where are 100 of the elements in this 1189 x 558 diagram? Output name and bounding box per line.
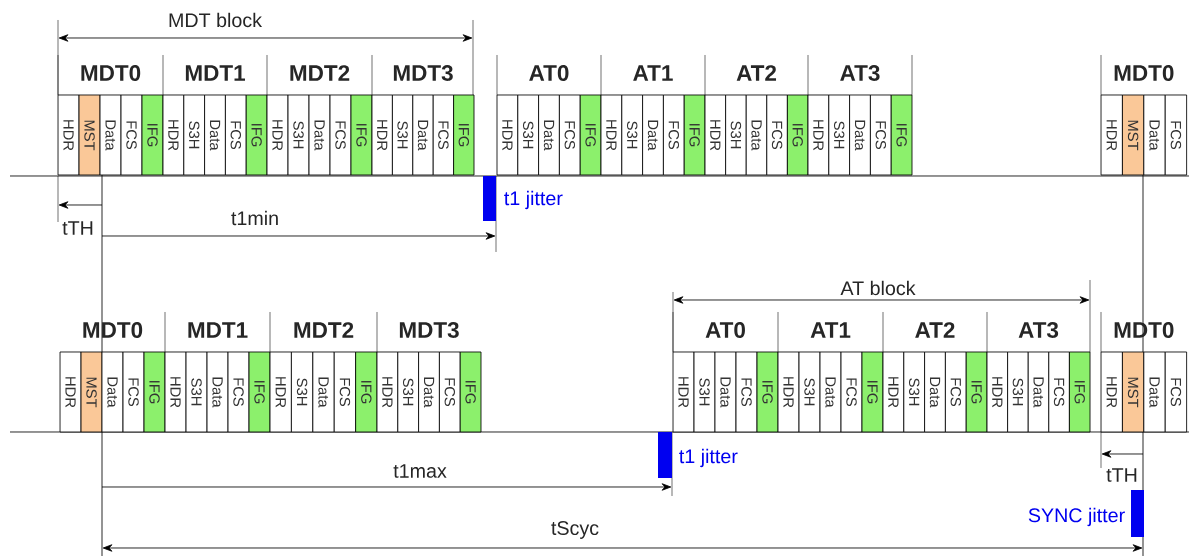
field-cell: Data (538, 94, 560, 176)
field-cell: HDR (57, 94, 80, 176)
dimension-label: tTH (1104, 466, 1140, 484)
field-cell: IFG (245, 94, 268, 176)
field-cell: FCS (1048, 351, 1070, 433)
field-cell: HDR (164, 351, 187, 433)
field-cell: FCS (333, 351, 357, 433)
field-cell: HDR (1100, 351, 1123, 433)
field-cell: HDR (600, 94, 623, 176)
field-cell: IFG (248, 351, 271, 433)
telegram-header: MDT1 (185, 65, 245, 81)
field-cell: HDR (266, 94, 289, 176)
field-cell: S3H (1007, 351, 1029, 433)
telegram-header: AT1 (810, 322, 851, 338)
field-cell: IFG (786, 94, 809, 176)
field-cell: S3H (828, 94, 850, 176)
field-cell: FCS (1164, 94, 1188, 176)
field-cell: MST (78, 94, 101, 176)
field-cell: Data (745, 94, 768, 176)
field-cell: FCS (766, 94, 788, 176)
field-cell: HDR (986, 351, 1009, 433)
field-cell: Data (819, 351, 842, 433)
field-cell: IFG (579, 94, 602, 176)
field-cell: Data (412, 94, 434, 176)
telegram-header: AT2 (736, 65, 777, 81)
field-cell: IFG (459, 351, 482, 433)
field-cell: Data (924, 351, 946, 433)
field-cell: S3H (397, 351, 420, 433)
field-cell: Data (714, 351, 737, 433)
jitter-label: SYNC jitter (1028, 507, 1125, 527)
telegram-header: MDT0 (81, 65, 141, 81)
dimension-label: t1max (391, 462, 449, 480)
field-cell: HDR (1100, 94, 1123, 176)
dimension-label: tScyc (549, 519, 601, 541)
field-cell: Data (1143, 351, 1166, 433)
jitter-label: t1 jitter (504, 190, 563, 210)
field-cell: Data (1027, 351, 1050, 433)
telegram-header: MDT0 (1114, 65, 1174, 81)
field-cell: S3H (517, 94, 540, 176)
telegram-header: AT1 (633, 65, 673, 81)
field-cell: HDR (777, 351, 800, 433)
field-cell: FCS (559, 94, 581, 176)
field-cell: S3H (185, 351, 208, 433)
field-cell: IFG (965, 351, 988, 433)
field-cell: HDR (882, 351, 905, 433)
telegram-header: MDT0 (1114, 322, 1174, 338)
field-cell: IFG (683, 94, 706, 176)
field-cell: FCS (663, 94, 685, 176)
field-cell: IFG (861, 351, 884, 433)
field-cell: IFG (453, 94, 475, 176)
field-cell: HDR (269, 351, 292, 433)
field-cell: MST (80, 351, 103, 433)
field-cell: IFG (350, 94, 373, 176)
field-cell: IFG (890, 94, 913, 176)
telegram-header: AT0 (705, 322, 745, 338)
telegram-header: MDT2 (290, 65, 350, 81)
field-cell: HDR (496, 94, 519, 176)
telegram-header: AT2 (915, 322, 955, 338)
field-cell: S3H (798, 351, 821, 433)
telegram-header: AT0 (529, 65, 569, 81)
field-cell: FCS (735, 351, 758, 433)
field-cell: FCS (870, 94, 892, 176)
dimension-label: tTH (60, 219, 96, 237)
dimension-label: AT block (839, 279, 917, 297)
field-cell: FCS (225, 94, 247, 176)
field-cell: IFG (355, 351, 378, 433)
field-cell: IFG (756, 351, 779, 433)
telegram-header: MDT3 (393, 65, 453, 81)
jitter-label: t1 jitter (679, 448, 738, 468)
telegram-header: AT3 (840, 65, 880, 81)
field-cell: FCS (439, 351, 461, 433)
telegram-header: MDT0 (83, 322, 143, 338)
telegram-header: MDT2 (294, 322, 354, 338)
field-cell: S3H (183, 94, 206, 176)
field-cell: HDR (704, 94, 727, 176)
field-cell: FCS (122, 351, 145, 433)
telegram-header: AT3 (1018, 322, 1059, 338)
field-cell: FCS (227, 351, 250, 433)
field-cell: HDR (59, 351, 82, 433)
field-cell: Data (642, 94, 664, 176)
field-cell: Data (204, 94, 226, 176)
field-cell: FCS (432, 94, 455, 176)
field-cell: MST (1122, 94, 1145, 176)
telegram-header: MDT1 (188, 322, 248, 338)
field-cell: S3H (290, 351, 314, 433)
field-cell: S3H (725, 94, 747, 176)
field-cell: FCS (329, 94, 352, 176)
field-cell: S3H (287, 94, 310, 176)
field-cell: HDR (371, 94, 393, 176)
field-cell: FCS (1164, 351, 1188, 433)
field-cell: HDR (162, 94, 185, 176)
field-cell: IFG (143, 351, 166, 433)
dimension-label: t1min (229, 209, 281, 227)
field-cell: IFG (1069, 351, 1091, 433)
field-cell: IFG (141, 94, 164, 176)
field-cell: HDR (672, 351, 695, 433)
field-cell: S3H (621, 94, 643, 176)
field-cell: S3H (693, 351, 716, 433)
field-cell: Data (101, 351, 124, 433)
field-cell: Data (312, 351, 335, 433)
